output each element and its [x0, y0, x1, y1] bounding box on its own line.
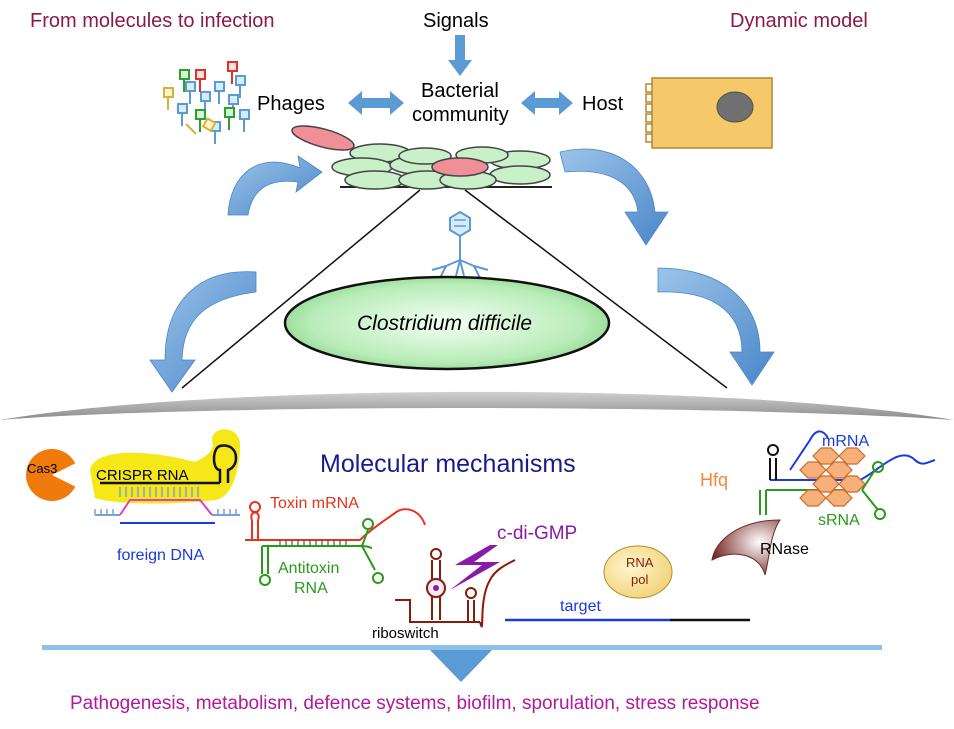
- rna-pol-label-line1: RNA: [626, 555, 654, 570]
- signals-label: Signals: [423, 10, 489, 32]
- riboswitch-label: riboswitch: [372, 625, 439, 642]
- zoom-line-right: [464, 189, 728, 389]
- bacterial-community-icon: [291, 125, 552, 190]
- signals-arrow: [448, 35, 472, 76]
- section-divider-arc: [0, 391, 954, 420]
- outcome-arrow: [42, 645, 882, 682]
- outcomes-text: Pathogenesis, metabolism, defence system…: [70, 693, 760, 714]
- toxin-mrna-label: Toxin mRNA: [270, 495, 359, 512]
- phages-community-double-arrow: [348, 91, 404, 115]
- molecular-mechanisms-title: Molecular mechanisms: [320, 450, 576, 478]
- rnase-icon: [711, 519, 781, 576]
- clostridium-difficile-cell: [283, 275, 611, 371]
- host-cell-icon: [645, 77, 773, 149]
- crispr-complex-icon: [26, 429, 240, 524]
- bacterial-community-label-line1: Bacterial: [421, 80, 499, 102]
- toxin-antitoxin-icon: [245, 501, 426, 586]
- foreign-dna-label: foreign DNA: [117, 547, 205, 564]
- zoom-line-left: [181, 189, 421, 389]
- c-di-gmp-label: c-di-GMP: [497, 523, 578, 544]
- phage-icon: [431, 210, 489, 279]
- mrna-label: mRNA: [822, 433, 870, 450]
- antitoxin-label-line2: RNA: [294, 580, 328, 597]
- hfq-srna-mrna-complex-icon: [759, 430, 936, 520]
- srna-label: sRNA: [818, 512, 860, 529]
- organism-name: Clostridium difficile: [357, 312, 533, 335]
- cycle-arrows: [149, 148, 775, 393]
- hfq-label: Hfq: [700, 470, 729, 490]
- riboswitch-icon: [395, 548, 516, 628]
- rnase-label: RNase: [760, 541, 809, 558]
- header-right-title: Dynamic model: [730, 10, 868, 32]
- rna-pol-label-line2: pol: [631, 572, 649, 587]
- phage-cluster-icon: [163, 61, 250, 144]
- rna-pol-icon: [603, 545, 673, 599]
- host-label: Host: [582, 93, 624, 115]
- bacterial-community-label-line2: community: [412, 104, 509, 126]
- cas3-label: Cas3: [27, 461, 58, 476]
- phages-label: Phages: [257, 93, 325, 115]
- antitoxin-label-line1: Antitoxin: [278, 560, 340, 577]
- crispr-rna-label: CRISPR RNA: [96, 467, 189, 484]
- header-left-title: From molecules to infection: [30, 10, 275, 32]
- target-label: target: [560, 598, 601, 615]
- community-host-double-arrow: [521, 91, 573, 115]
- c-di-gmp-bolt-icon: [450, 545, 500, 590]
